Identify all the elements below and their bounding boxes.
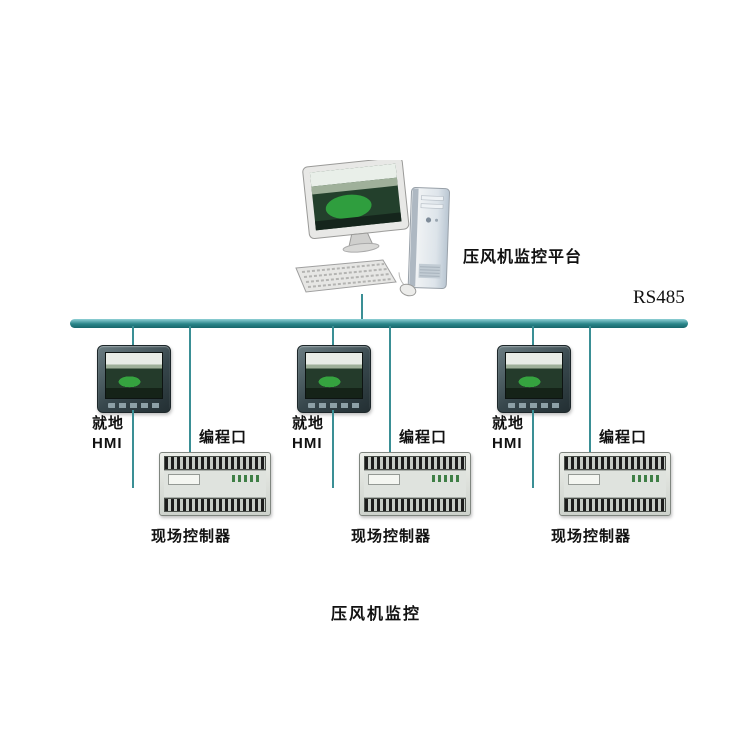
hmi-label-line1: 就地 [92,415,125,432]
field-controller-label: 现场控制器 [151,528,232,545]
rs485-bus-line [70,319,688,328]
plc-status-leds [632,475,660,482]
plc-terminal-row-bottom [364,498,466,512]
plc-label-plate [168,474,200,485]
plc-status-leds [232,475,260,482]
plc-terminal-row-top [164,456,266,470]
hmi-to-plc-line [332,410,334,488]
hmi-label-line1: 就地 [292,415,325,432]
hmi-keypad [108,403,160,408]
hmi-screen [105,352,163,399]
keyboard-icon [295,259,397,293]
plc-controller-illustration [159,452,271,516]
hmi-panel-illustration [97,345,171,413]
hmi-label: 就地 HMI [492,414,524,454]
mouse-icon [398,272,417,297]
programming-port-label: 编程口 [399,429,448,446]
hmi-to-plc-line [532,410,534,488]
hmi-panel-illustration [297,345,371,413]
bus-to-hmi-line [132,326,134,347]
hmi-label-line2: HMI [92,435,123,452]
computer-bus-cable [361,294,363,320]
tower-icon [407,187,450,290]
programming-port-label: 编程口 [199,429,248,446]
plc-controller-illustration [559,452,671,516]
plc-controller-illustration [359,452,471,516]
monitor-icon [302,160,410,253]
hmi-label-line2: HMI [492,435,523,452]
plc-terminal-row-top [364,456,466,470]
hmi-screen [305,352,363,399]
bus-to-plc-line [189,326,191,453]
field-controller-label: 现场控制器 [551,528,632,545]
plc-terminal-row-bottom [564,498,666,512]
hmi-label-line1: 就地 [492,415,525,432]
platform-label: 压风机监控平台 [463,249,583,266]
bus-to-hmi-line [332,326,334,347]
hmi-panel-illustration [497,345,571,413]
hmi-keypad [308,403,360,408]
bus-label: RS485 [633,287,685,308]
plc-label-plate [568,474,600,485]
hmi-keypad [508,403,560,408]
field-controller-label: 现场控制器 [351,528,432,545]
monitoring-computer-illustration [295,160,450,297]
hmi-label: 就地 HMI [292,414,324,454]
bus-to-hmi-line [532,326,534,347]
hmi-label: 就地 HMI [92,414,124,454]
diagram-caption: 压风机监控 [331,606,422,623]
hmi-to-plc-line [132,410,134,488]
programming-port-label: 编程口 [599,429,648,446]
plc-status-leds [432,475,460,482]
bus-to-plc-line [389,326,391,453]
plc-terminal-row-bottom [164,498,266,512]
plc-terminal-row-top [564,456,666,470]
hmi-screen [505,352,563,399]
bus-to-plc-line [589,326,591,453]
hmi-label-line2: HMI [292,435,323,452]
plc-label-plate [368,474,400,485]
